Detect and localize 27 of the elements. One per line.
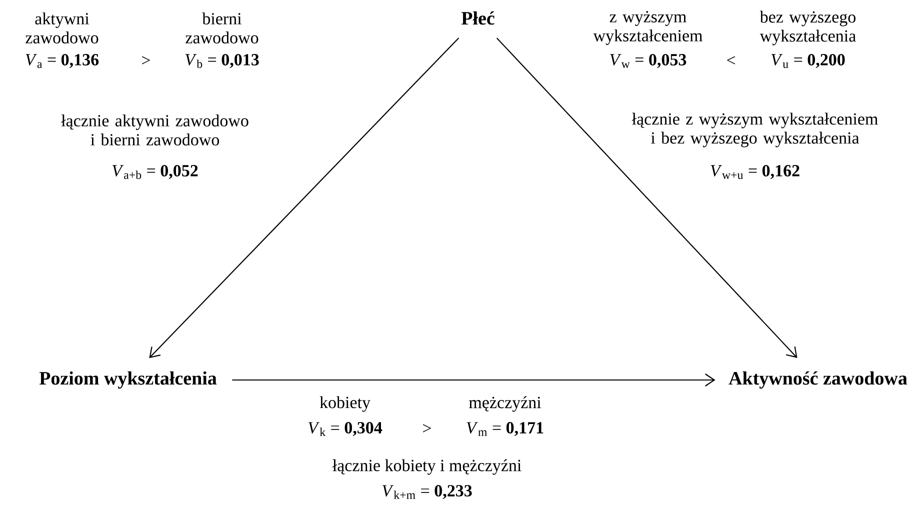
- arrow: [232, 374, 716, 386]
- total-label: łącznie kobiety i mężczyźni: [332, 459, 522, 475]
- node-label: Poziom wykształcenia: [39, 371, 217, 389]
- arrow: [496, 38, 798, 358]
- comparison-sign: >: [142, 56, 150, 64]
- coefficient-value: V$_{w+u}$ = 0,162: [710, 164, 800, 179]
- group-label: mężczyźni: [469, 396, 542, 412]
- coefficient-value: V$_{k}$ = 0,304: [308, 422, 382, 436]
- coefficient-value: V$_{a}$ = 0,136: [26, 54, 99, 68]
- node-label: Płeć: [461, 11, 494, 25]
- comparison-sign: >: [423, 424, 431, 432]
- node-label: Aktywność zawodowa: [728, 371, 908, 389]
- total-label: łącznie aktywni zawodowo i bierni zawodowo: [61, 114, 248, 146]
- total-label: łącznie z wyższym wykształceniem i bez wyższego wykształcenia: [632, 112, 878, 148]
- coefficient-value: V$_{a+b}$ = 0,052: [112, 164, 198, 179]
- group-label: aktywni zawodowo: [26, 12, 98, 44]
- coefficient-value: V$_{k+m}$ = 0,233: [382, 485, 472, 499]
- coefficient-value: V$_{u}$ = 0,200: [772, 54, 845, 68]
- coefficient-value: V$_{b}$ = 0,013: [186, 54, 259, 68]
- coefficient-value: V$_{m}$ = 0,171: [466, 422, 544, 436]
- coefficient-value: V$_{w}$ = 0,053: [610, 54, 686, 68]
- arrow: [149, 38, 460, 358]
- group-label: z wyższym wykształceniem: [593, 11, 702, 45]
- group-label: kobiety: [320, 396, 370, 412]
- group-label: bez wyższego wykształcenia: [760, 10, 856, 46]
- group-label: bierni zawodowo: [186, 12, 258, 44]
- comparison-sign: <: [727, 56, 735, 64]
